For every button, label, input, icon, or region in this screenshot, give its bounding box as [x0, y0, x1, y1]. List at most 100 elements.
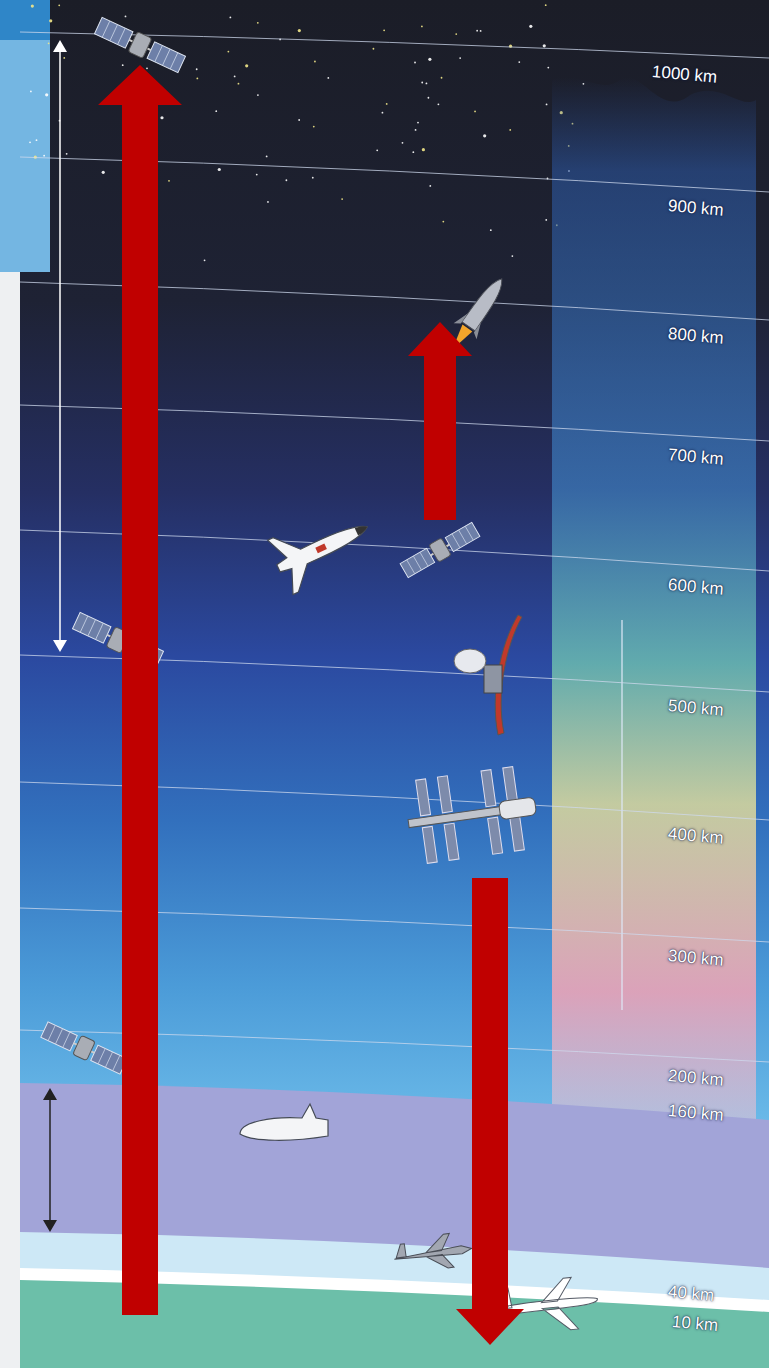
aurora-ray: [621, 620, 623, 1010]
star: [402, 142, 404, 144]
star: [422, 148, 425, 151]
star: [480, 30, 482, 32]
airliner-icon: [496, 1275, 601, 1337]
star: [490, 229, 492, 231]
star: [327, 77, 329, 79]
altitude-label: 10 km: [671, 1312, 719, 1335]
tab: [0, 40, 50, 272]
star: [383, 29, 385, 31]
star: [218, 168, 221, 171]
star: [257, 22, 259, 24]
star: [48, 42, 50, 44]
star: [30, 91, 32, 93]
range-arrowhead: [43, 1088, 57, 1232]
star: [298, 119, 300, 121]
star: [267, 201, 269, 203]
star: [257, 94, 259, 96]
altitude-line: [20, 32, 769, 58]
range-arrowhead: [53, 40, 67, 652]
star: [545, 4, 547, 6]
star: [266, 156, 268, 158]
altitude-label: 160 km: [667, 1101, 724, 1125]
star: [227, 51, 229, 53]
fighter-jet-icon: [392, 1231, 474, 1276]
star: [160, 116, 163, 119]
star: [547, 67, 549, 69]
altitude-label: 300 km: [667, 946, 724, 970]
star: [66, 153, 68, 155]
star: [341, 198, 343, 200]
dish-satellite-icon: [454, 615, 522, 735]
star: [204, 259, 206, 261]
star: [229, 17, 231, 19]
altitude-label: 700 km: [667, 445, 724, 469]
altitude-label: 600 km: [667, 575, 724, 599]
red-arrow: [408, 322, 472, 520]
star: [313, 126, 315, 128]
star: [543, 44, 546, 47]
star: [442, 221, 444, 223]
star: [373, 48, 375, 50]
altitude-label: 40 km: [667, 1282, 715, 1305]
sky: [20, 0, 769, 1368]
star: [429, 185, 431, 187]
star: [518, 61, 520, 63]
star: [459, 57, 461, 59]
star: [238, 83, 240, 85]
satellite-icon: [40, 1020, 128, 1076]
star: [412, 151, 414, 153]
star: [414, 62, 416, 64]
star: [31, 4, 34, 7]
star: [483, 134, 486, 137]
star: [285, 179, 287, 181]
star: [441, 77, 443, 79]
star: [426, 83, 428, 85]
star: [146, 67, 148, 69]
star: [45, 93, 48, 96]
satellite-icon: [399, 521, 481, 580]
tab: [0, 0, 50, 40]
star: [125, 16, 127, 18]
star: [376, 149, 378, 151]
altitude-label: 400 km: [667, 824, 724, 848]
spaceplane-icon: [240, 1104, 328, 1140]
star: [49, 19, 52, 22]
star: [312, 177, 314, 179]
star: [29, 141, 31, 143]
star: [36, 139, 38, 141]
altitude-label: 500 km: [667, 696, 724, 720]
star: [58, 4, 60, 6]
star: [437, 103, 439, 105]
aurora: [552, 77, 756, 1250]
star: [415, 129, 417, 131]
star: [196, 68, 198, 70]
star: [168, 180, 170, 182]
altitude-label: 200 km: [667, 1066, 724, 1090]
altitude-label-box: 40 km: [667, 1282, 715, 1306]
shuttle-icon: [266, 500, 380, 596]
star: [428, 97, 430, 99]
star: [428, 58, 431, 61]
red-arrow: [98, 65, 182, 1315]
star: [545, 219, 547, 221]
space-station-icon: [403, 764, 541, 865]
star: [546, 104, 548, 106]
altitude-label-box: 10 km: [671, 1312, 719, 1336]
star: [476, 30, 478, 32]
star: [417, 122, 419, 124]
star: [382, 112, 384, 114]
star: [245, 64, 248, 67]
star: [196, 78, 198, 80]
altitude-label: 800 km: [667, 324, 724, 348]
star: [102, 171, 105, 174]
star: [511, 255, 513, 257]
star: [234, 76, 236, 78]
star: [474, 111, 476, 113]
star: [256, 174, 258, 176]
star: [63, 57, 65, 59]
star: [314, 61, 316, 63]
star: [421, 82, 423, 84]
range-arrow: [59, 48, 61, 644]
altitude-label: 900 km: [667, 196, 724, 220]
